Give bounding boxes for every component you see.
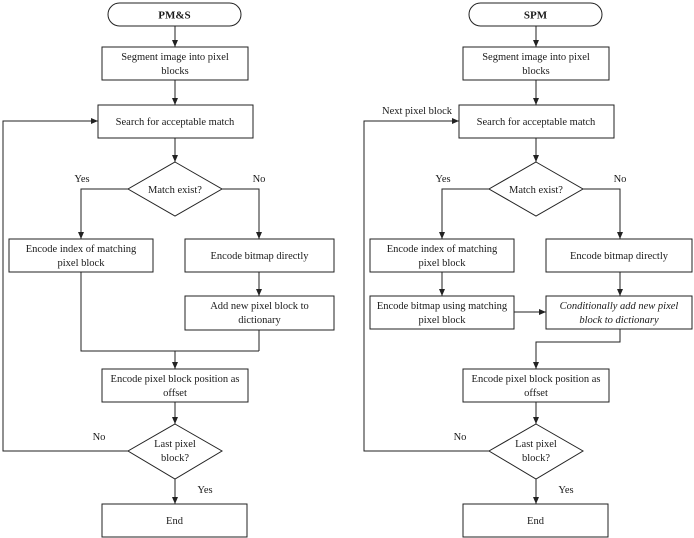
- spm-flowchart: SPM Segment image into pixel blocks Sear…: [363, 2, 693, 538]
- pms-encode-index-line2: pixel block: [58, 258, 106, 269]
- pms-last-block-line1: Last pixel: [154, 439, 196, 450]
- pms-encode-position-box: [101, 368, 249, 403]
- spm-encode-index-box: [369, 238, 515, 273]
- spm-segment-line2: blocks: [522, 66, 549, 77]
- pms-arrow-no: [222, 188, 262, 239]
- spm-encode-bitmap-matching-box: [369, 295, 515, 330]
- pms-search-label: Search for acceptable match: [116, 117, 235, 128]
- pms-last-block-line2: block?: [161, 453, 189, 464]
- pms-yes-label: Yes: [74, 174, 89, 185]
- pms-last-block-decision: [127, 423, 223, 480]
- pms-encode-position-line2: offset: [163, 388, 187, 399]
- pms-flowchart: PM&S Segment image into pixel blocks Sea…: [2, 2, 335, 538]
- spm-yes-label: Yes: [435, 174, 450, 185]
- pms-loop-back-arrow: [2, 118, 128, 452]
- spm-last-yes-label: Yes: [558, 485, 573, 496]
- pms-arrow-yes: [78, 188, 128, 239]
- spm-last-block-line1: Last pixel: [515, 439, 557, 450]
- spm-encode-position-line1: Encode pixel block position as: [472, 374, 601, 385]
- pms-match-decision: [126, 161, 224, 217]
- pms-segment-line2: blocks: [161, 66, 188, 77]
- pms-encode-bitmap-box: [184, 238, 335, 273]
- pms-add-block-line2: dictionary: [238, 315, 281, 326]
- spm-arrow-yes: [439, 188, 489, 239]
- spm-encode-index-line2: pixel block: [419, 258, 467, 269]
- spm-conditional-add-line1: Conditionally add new pixel: [560, 301, 679, 312]
- spm-arrow-conditional-position: [533, 329, 621, 369]
- pms-encode-bitmap-label: Encode bitmap directly: [211, 251, 310, 262]
- pms-segment-line1: Segment image into pixel: [121, 52, 229, 63]
- spm-last-block-line2: block?: [522, 453, 550, 464]
- pms-merge-left: [80, 272, 259, 352]
- spm-conditional-add-line2: block to dictionary: [579, 315, 659, 326]
- spm-end-label: End: [527, 516, 545, 527]
- spm-loop-back-arrow: [363, 118, 489, 452]
- spm-encode-bitmap-label: Encode bitmap directly: [570, 251, 669, 262]
- pms-last-no-label: No: [93, 432, 106, 443]
- pms-add-block-line1: Add new pixel block to: [210, 301, 309, 312]
- spm-title: SPM: [524, 10, 548, 22]
- pms-end-label: End: [166, 516, 184, 527]
- pms-decision-label: Match exist?: [148, 185, 202, 196]
- pms-last-yes-label: Yes: [197, 485, 212, 496]
- spm-no-label: No: [614, 174, 627, 185]
- spm-last-no-label: No: [454, 432, 467, 443]
- spm-segment-line1: Segment image into pixel: [482, 52, 590, 63]
- pms-title: PM&S: [158, 10, 190, 22]
- spm-last-block-decision: [488, 423, 584, 480]
- spm-search-label: Search for acceptable match: [477, 117, 596, 128]
- pms-segment-box: [101, 46, 249, 81]
- spm-match-decision: [487, 161, 585, 217]
- spm-end-box: [462, 503, 609, 538]
- spm-segment-box: [462, 46, 610, 81]
- pms-no-label: No: [253, 174, 266, 185]
- pms-add-block-box: [184, 295, 335, 331]
- spm-encode-position-line2: offset: [524, 388, 548, 399]
- spm-conditional-add-box: [545, 295, 693, 330]
- pms-end-box: [101, 503, 248, 538]
- spm-encode-position-box: [462, 368, 610, 403]
- spm-encode-index-line1: Encode index of matching: [387, 244, 498, 255]
- spm-encode-bitmap-matching-line1: Encode bitmap using matching: [377, 301, 508, 312]
- spm-arrow-no: [583, 188, 623, 239]
- pms-encode-index-line1: Encode index of matching: [26, 244, 137, 255]
- pms-encode-position-line1: Encode pixel block position as: [111, 374, 240, 385]
- spm-encode-bitmap-matching-line2: pixel block: [419, 315, 467, 326]
- spm-next-block-label: Next pixel block: [382, 106, 453, 117]
- spm-decision-label: Match exist?: [509, 185, 563, 196]
- spm-encode-bitmap-box: [545, 238, 693, 273]
- spm-search-box: [458, 104, 615, 139]
